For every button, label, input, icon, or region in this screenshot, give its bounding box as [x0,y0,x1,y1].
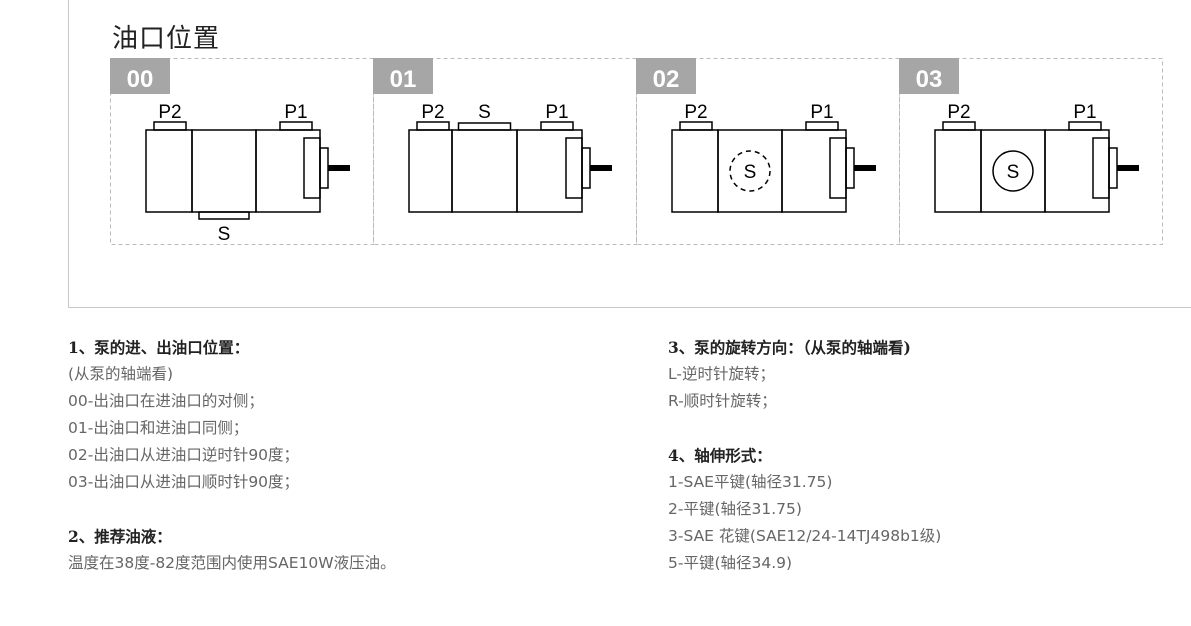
cell-border [373,58,637,245]
note-line: 03-出油口从进油口顺时针90度； [68,473,300,491]
note-line: 02-出油口从进油口逆时针90度； [68,446,300,464]
panel-title: 油口位置 [112,24,221,54]
port-s [729,150,771,192]
port-s [992,150,1034,192]
pump-section-front [781,129,847,213]
code-tab [636,58,696,94]
port-p1 [805,121,839,131]
note-heading-shaft: 4、轴伸形式： [668,446,772,465]
variant-code: 02 [653,66,680,93]
flange [565,137,583,199]
port-p2 [153,121,187,131]
port-p1-label: P1 [810,102,833,123]
note-heading-rotation: 3、泵的旋转方向：（从泵的轴端看) [668,338,911,357]
flange [303,137,321,199]
port-s-label: S [744,162,757,183]
port-s-label: S [478,102,491,123]
notes-right: 3、泵的旋转方向：（从泵的轴端看) L-逆时针旋转； R-顺时针旋转； 4、轴伸… [668,334,941,577]
diagram-panel [68,0,1191,308]
port-p2 [679,121,713,131]
variant-code: 01 [390,66,417,93]
note-line: 3-SAE 花键(SAE12/24-14TJ498b1级) [668,527,942,545]
pump-section-rear [408,129,453,213]
note-line: 01-出油口和进油口同侧； [68,419,249,437]
note-line: 2-平键(轴径31.75) [668,500,802,518]
port-p2 [416,121,450,131]
note-heading-fluid: 2、推荐油液： [68,527,172,546]
cell-border [899,58,1163,245]
note-line: 1-SAE平键(轴径31.75) [668,473,833,491]
notes-left: 1、泵的进、出油口位置： (从泵的轴端看) 00-出油口在进油口的对侧； 01-… [68,334,396,577]
port-s [198,211,250,220]
flange [1092,137,1110,199]
port-p1 [540,121,574,131]
code-tab [899,58,959,94]
code-tab [110,58,170,94]
note-line: R-顺时针旋转； [668,392,777,410]
pump-section-rear [671,129,719,213]
variant-code: 00 [127,66,154,93]
note-line: (从泵的轴端看) [68,365,174,383]
flange-pilot [1108,147,1118,189]
pump-section-rear [934,129,982,213]
pump-section-rear [145,129,193,213]
flange [829,137,847,199]
note-line: 00-出油口在进油口的对侧； [68,392,264,410]
shaft [328,165,350,171]
pump-section-middle [451,129,518,213]
variant-code: 03 [916,66,943,93]
cell-border [636,58,900,245]
port-p2-label: P2 [947,102,970,123]
flange-pilot [845,147,855,189]
port-p2-label: P2 [684,102,707,123]
note-line: L-逆时针旋转； [668,365,775,383]
pump-section-front [1044,129,1110,213]
note-line: 5-平键(轴径34.9) [668,554,793,572]
port-p1-label: P1 [1073,102,1096,123]
port-s-label: S [1007,162,1020,183]
port-p1 [1068,121,1102,131]
flange-pilot [581,147,591,189]
pump-section-front [516,129,583,213]
cell-border [110,58,374,245]
pump-section-middle [191,129,257,213]
note-line: 温度在38度-82度范围内使用SAE10W液压油。 [68,554,396,572]
note-heading-ports: 1、泵的进、出油口位置： [68,338,250,357]
port-p2 [942,121,976,131]
code-tab [373,58,433,94]
port-s [457,122,512,131]
shaft [590,165,612,171]
port-p2-label: P2 [421,102,444,123]
port-p1-label: P1 [545,102,568,123]
port-s-label: S [218,224,231,245]
port-p1 [279,121,313,131]
pump-section-front [255,129,321,213]
shaft [854,165,876,171]
shaft [1117,165,1139,171]
port-p2-label: P2 [158,102,181,123]
flange-pilot [319,147,329,189]
port-p1-label: P1 [284,102,307,123]
